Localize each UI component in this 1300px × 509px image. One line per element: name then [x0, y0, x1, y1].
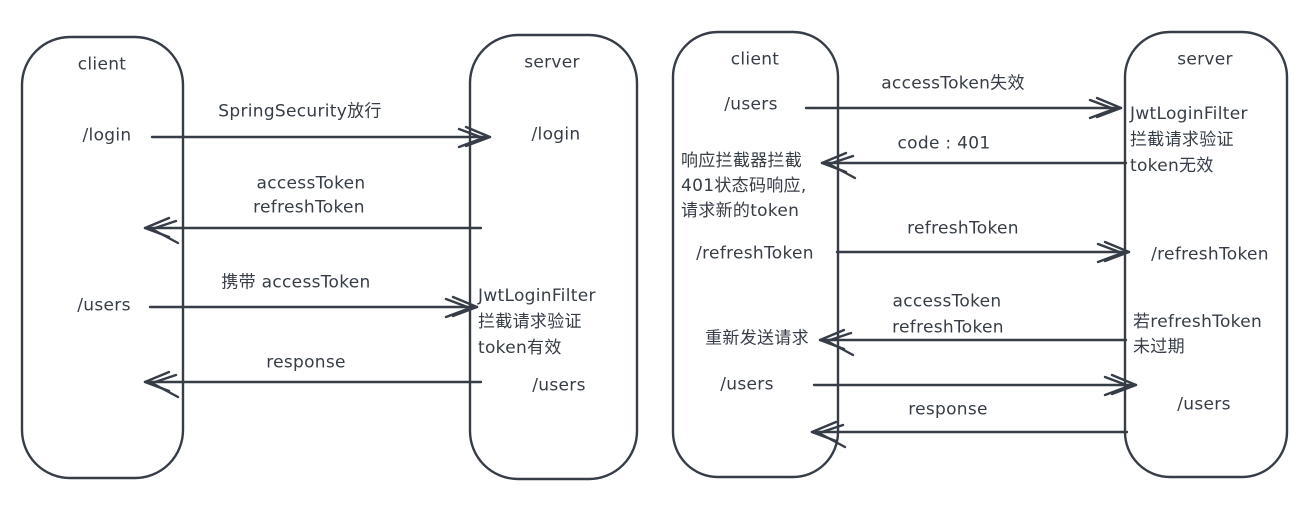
right-msg-retry-response-label: response	[908, 399, 988, 420]
left-msg-login-request-label: SpringSecurity放行	[218, 101, 382, 122]
left-server-users: /users	[532, 375, 586, 396]
left-server-note-line1: JwtLoginFilter	[478, 286, 596, 306]
left-client-login: /login	[82, 125, 132, 146]
right-server-note-valid: 若refreshToken 未过期	[1133, 310, 1262, 360]
right-client-note-line2: 401状态码响应,	[681, 176, 807, 196]
right-server-note-invalid: JwtLoginFilter 拦截请求验证 token无效	[1130, 101, 1248, 179]
left-server-login: /login	[531, 124, 581, 145]
right-client-users-top: /users	[724, 94, 778, 115]
arrow-users-response	[143, 370, 483, 399]
right-client-note: 响应拦截器拦截 401状态码响应, 请求新的token	[681, 149, 807, 224]
right-client-box	[671, 30, 840, 479]
right-client-note-line1: 响应拦截器拦截	[681, 151, 803, 171]
arrow-refresh-request	[835, 240, 1131, 264]
right-msg-code401-response-label: code : 401	[897, 133, 991, 154]
arrow-retry-request	[812, 373, 1138, 397]
right-client-note-line3: 请求新的token	[681, 201, 800, 221]
left-msg-token-response-line1: accessToken	[256, 173, 366, 194]
arrow-expired-request	[804, 96, 1123, 120]
left-server-title: server	[524, 52, 580, 73]
right-server-note-valid-line1: 若refreshToken	[1133, 312, 1263, 332]
arrow-retry-response	[810, 420, 1129, 449]
right-server-title: server	[1177, 49, 1233, 70]
arrow-token-response	[143, 216, 483, 245]
right-client-title: client	[730, 49, 780, 70]
right-server-refresh: /refreshToken	[1151, 244, 1269, 265]
right-client-resend: 重新发送请求	[705, 328, 809, 349]
left-server-note-line3: token有效	[478, 338, 562, 358]
right-client-users-bottom: /users	[720, 374, 774, 395]
right-msg-refresh-response-line2: refreshToken	[892, 317, 1004, 338]
right-server-note-valid-line2: 未过期	[1133, 337, 1185, 357]
left-server-note-line2: 拦截请求验证	[478, 312, 582, 332]
arrow-login-request	[150, 125, 492, 149]
left-client-users: /users	[77, 295, 131, 316]
left-msg-users-request-label: 携带 accessToken	[221, 272, 371, 293]
right-msg-refresh-response-line1: accessToken	[892, 291, 1002, 312]
left-server-box	[468, 33, 639, 481]
right-server-note-invalid-line3: token无效	[1130, 156, 1214, 176]
arrow-401-response	[820, 151, 1128, 180]
right-msg-refresh-request-label: refreshToken	[907, 218, 1019, 239]
right-client-refresh: /refreshToken	[696, 243, 814, 264]
arrow-users-request	[148, 295, 479, 319]
right-server-users: /users	[1177, 394, 1231, 415]
left-client-box	[20, 35, 185, 480]
arrow-refresh-response	[818, 328, 1128, 357]
left-msg-token-response-line2: refreshToken	[253, 197, 365, 218]
right-msg-expired-request-label: accessToken失效	[881, 73, 1025, 94]
left-server-note: JwtLoginFilter 拦截请求验证 token有效	[478, 283, 596, 361]
left-client-title: client	[77, 54, 127, 75]
right-server-note-invalid-line2: 拦截请求验证	[1130, 130, 1234, 150]
right-server-note-invalid-line1: JwtLoginFilter	[1130, 104, 1248, 124]
left-msg-users-response-label: response	[266, 352, 346, 373]
